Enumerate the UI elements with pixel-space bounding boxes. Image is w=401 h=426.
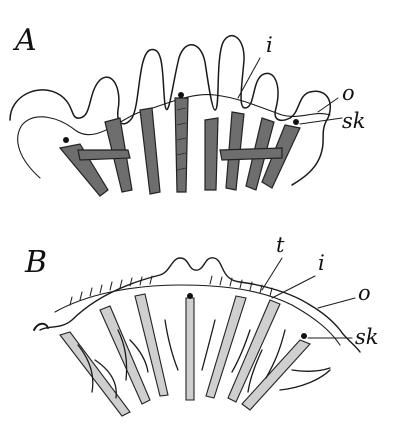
panel-b: B [24, 233, 379, 416]
panel-a-label-i: i [266, 33, 273, 57]
panel-b-label-o: o [358, 281, 371, 305]
panel-b-leader-t [262, 258, 282, 290]
panel-a-leader-o [318, 98, 338, 112]
panel-b-label-i: i [318, 251, 325, 275]
panel-b-label-t: t [276, 233, 285, 257]
panel-a-label-o: o [342, 81, 355, 105]
panel-a-leader-i [238, 58, 260, 98]
panel-b-leader-o [318, 298, 355, 308]
panel-a-right-rods [205, 112, 300, 190]
panel-a-leader-sk [300, 118, 342, 124]
panel-b-leader-i [272, 276, 315, 298]
panel-b-letter: B [24, 245, 47, 280]
panel-a-label-sk: sk [342, 109, 366, 133]
panel-b-inner-arch [55, 285, 340, 345]
panel-a: A [10, 23, 366, 196]
panel-b-label-sk: sk [355, 325, 379, 349]
panel-a-central-rod [175, 92, 188, 192]
panel-a-left-rods [60, 108, 160, 196]
panel-b-rods [60, 293, 310, 416]
panel-a-letter: A [12, 23, 37, 58]
